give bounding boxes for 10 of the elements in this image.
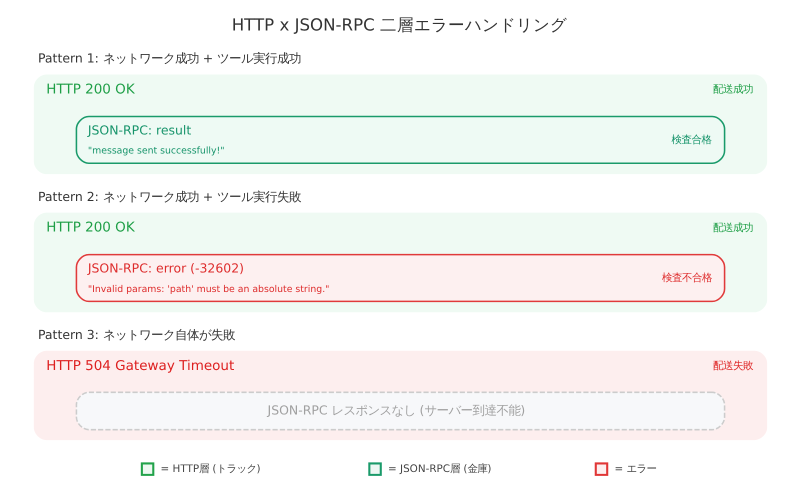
node-box: JSON-RPC: result 検査合格 "message sent successfully!" bbox=[75, 115, 725, 164]
legend-label: = JSON-RPC層 (金庫) bbox=[388, 462, 491, 474]
node-label: Pattern 2: ネットワーク成功 + ツール実行失敗 bbox=[37, 188, 301, 204]
node-label: Pattern 1: ネットワーク成功 + ツール実行成功 bbox=[37, 50, 301, 66]
legend-label: = HTTP層 (トラック) bbox=[160, 462, 260, 474]
node-box: JSON-RPC レスポンスなし (サーバー到達不能) bbox=[75, 391, 725, 430]
legend-label: = エラー bbox=[614, 462, 656, 474]
diagram-title: HTTP x JSON-RPC 二層エラーハンドリング bbox=[231, 15, 566, 34]
node-label: Pattern 3: ネットワーク自体が失敗 bbox=[37, 326, 234, 342]
node-box: JSON-RPC: error (-32602) 検査不合格 "Invalid params: 'path' must be an absolute string." bbox=[75, 253, 725, 302]
